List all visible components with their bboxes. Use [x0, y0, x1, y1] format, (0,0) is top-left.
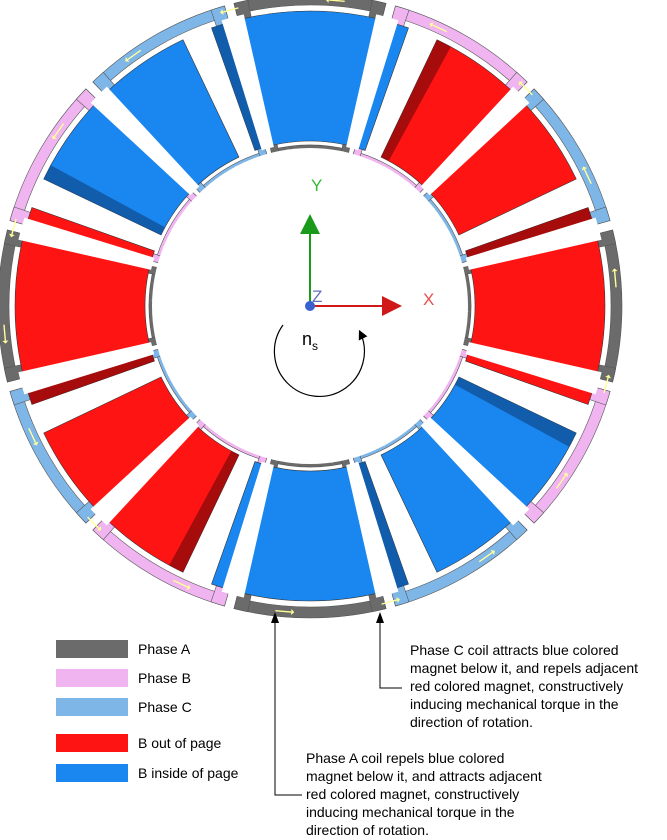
flux-arrow — [328, 0, 345, 3]
legend-item-phase-c: Phase C — [56, 698, 316, 716]
slot-gap — [420, 86, 530, 196]
flux-arrow — [381, 599, 398, 605]
flux-arrowhead — [518, 81, 524, 86]
legend-swatch-b-in — [56, 764, 128, 782]
legend-item-b-out: B out of page — [56, 734, 316, 752]
legend-swatch-phase-a — [56, 640, 128, 658]
legend-item-phase-a: Phase A — [56, 640, 316, 658]
legend-label-phase-c: Phase C — [138, 699, 192, 715]
legend-swatch-phase-c — [56, 698, 128, 716]
legend-label-b-out: B out of page — [138, 735, 222, 751]
phase-c-note-line: inducing mechanical torque in the — [410, 696, 619, 712]
flux-arrow — [583, 168, 592, 185]
legend-item-phase-b: Phase B — [56, 669, 316, 687]
legend-item-b-in: B inside of page — [56, 764, 316, 782]
legend-swatch-phase-b — [56, 669, 128, 687]
flux-arrow — [478, 551, 493, 563]
slot-gap — [346, 461, 399, 598]
phase-a-leader-arrowhead — [271, 612, 279, 623]
magnet-boundary — [211, 23, 264, 151]
flux-arrow — [520, 83, 533, 96]
slot-gap — [90, 86, 200, 196]
rotation-arrow — [273, 324, 368, 398]
magnet-boundary — [27, 352, 155, 405]
slot-gap — [221, 461, 274, 598]
flux-arrowhead — [490, 550, 495, 555]
flux-arrowhead — [396, 597, 400, 603]
phase-c-leader-line — [379, 618, 402, 689]
magnet-boundary — [169, 451, 239, 573]
phase-c-leader-arrowhead — [376, 612, 384, 623]
magnet-boundary — [43, 165, 165, 235]
flux-arrowhead — [290, 609, 295, 616]
legend-label-phase-b: Phase B — [138, 670, 191, 686]
flux-arrowhead — [220, 9, 224, 15]
phase-c-annotation: Phase C coil attracts blue colored magne… — [410, 641, 638, 731]
phase-c-note-line: red colored magnet, constructively — [410, 678, 624, 694]
rotor-magnets — [14, 10, 606, 602]
flux-arrowhead — [605, 374, 612, 379]
magnet-boundary — [465, 207, 593, 260]
slot-gap — [221, 14, 274, 151]
slot-gap — [18, 342, 155, 395]
slot-gap — [90, 416, 200, 526]
flux-arrow — [28, 427, 37, 444]
flux-arrow — [555, 474, 567, 489]
flux-arrowhead — [51, 135, 57, 140]
phase-a-note-line: red colored magnet, constructively — [306, 786, 520, 802]
flux-arrow — [613, 271, 617, 288]
legend-label-phase-a: Phase A — [138, 641, 191, 657]
rotation-label: ns — [302, 329, 318, 353]
legend-swatch-b-out — [56, 734, 128, 752]
z-axis-dot — [305, 301, 315, 311]
slot-gap — [18, 217, 155, 270]
flux-arrowhead — [32, 441, 39, 446]
flux-arrowhead — [2, 340, 9, 344]
slot-gap — [346, 14, 399, 151]
flux-arrowhead — [8, 233, 15, 238]
z-axis-label: Z — [312, 287, 322, 306]
flux-arrow — [172, 579, 189, 588]
flux-arrow — [87, 516, 100, 529]
flux-arrowhead — [326, 0, 329, 3]
flux-arrowhead — [429, 22, 434, 28]
phase-c-note-line: Phase C coil attracts blue colored — [410, 642, 619, 658]
legend-label-b-in: B inside of page — [138, 765, 239, 781]
phase-a-note-line: magnet below it, and attracts adjacent — [306, 768, 542, 784]
phase-a-note-line: Phase A coil repels blue colored — [306, 750, 505, 766]
flux-arrow — [11, 218, 17, 235]
slot-gap — [465, 217, 602, 270]
flux-arrow — [222, 7, 239, 13]
slot-gap — [420, 416, 530, 526]
magnet-boundary — [455, 377, 577, 447]
flux-arrow — [603, 377, 609, 394]
flux-arrow — [3, 324, 7, 341]
flux-arrowhead — [581, 166, 588, 171]
flux-arrow — [53, 123, 65, 138]
flux-arrow — [127, 49, 142, 61]
x-axis-label: X — [423, 290, 434, 309]
phase-c-note-line: magnet below it, and repels adjacent — [410, 660, 639, 676]
phase-a-annotation: Phase A coil repels blue colored magnet … — [306, 749, 542, 839]
magnet-boundary — [381, 39, 451, 161]
flux-arrowhead — [611, 268, 618, 272]
y-axis-label: Y — [311, 176, 322, 195]
flux-arrowhead — [563, 472, 569, 477]
flux-arrowhead — [186, 584, 191, 590]
phase-c-note-line: direction of rotation. — [410, 714, 533, 730]
slot-gap — [465, 342, 602, 395]
flux-arrow — [431, 24, 448, 33]
flux-arrowhead — [96, 526, 102, 531]
magnet-boundary — [356, 461, 409, 589]
phase-a-note-line: inducing mechanical torque in the — [306, 804, 515, 820]
phase-a-note-line: direction of rotation. — [306, 822, 429, 838]
flux-arrowhead — [125, 57, 130, 62]
flux-arrow — [275, 609, 292, 613]
phase-a-leader-line — [274, 618, 302, 796]
